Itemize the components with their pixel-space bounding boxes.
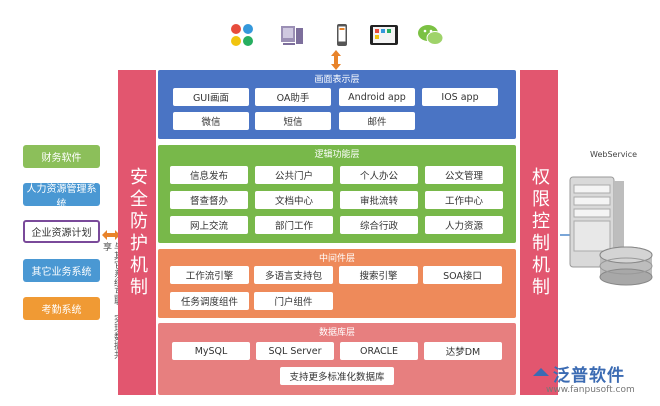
layer-cell: SQL Server [256,342,334,360]
layer-cell: 综合行政 [340,216,418,234]
layer-cell: 文档中心 [255,191,333,209]
desktop-icon [279,22,305,48]
layer-cell: 门户组件 [254,292,333,310]
layer-cell: 支持更多标准化数据库 [280,367,394,385]
system-other: 其它业务系统 [23,259,100,282]
layer-title: 中间件层 [318,254,355,264]
database-layer: 数据库层 MySQL SQL Server ORACLE 达梦DM 支持更多标准… [158,323,516,395]
layer-cell: ORACLE [340,342,418,360]
layer-title: 画面表示层 [314,75,360,85]
brand-url: www.fanpusoft.com [546,385,635,395]
layer-cell: 多语言支持包 [254,266,333,284]
brand-logo-icon [530,358,552,380]
system-hr: 人力资源管理系统 [23,183,100,210]
layer-cell: 部门工作 [255,216,333,234]
layer-cell: 公文管理 [425,166,503,184]
layer-cell: Android app [339,88,415,106]
layer-cell: SOA接口 [423,266,502,284]
layer-cell: IOS app [422,88,498,106]
vertical-double-arrow-icon [330,50,342,70]
layer-cell: 邮件 [339,112,415,130]
layer-cell: 微信 [173,112,249,130]
layer-cell: 信息发布 [170,166,248,184]
layer-cell: 搜索引擎 [339,266,418,284]
horizontal-double-arrow-icon [102,225,120,240]
brand-name: 泛普软件 [553,366,625,386]
browser-icon [229,22,255,48]
phone-icon [329,22,355,48]
logic-layer: 逻辑功能层 信息发布 公共门户 个人办公 公文管理 督查督办 文档中心 审批流转… [158,145,516,243]
layer-cell: 人力资源 [425,216,503,234]
layer-cell: 任务调度组件 [170,292,249,310]
layer-cell: 审批流转 [340,191,418,209]
presentation-layer: 画面表示层 GUI画面 OA助手 Android app IOS app 微信 … [158,70,516,139]
layer-title: 数据库层 [318,328,355,338]
webservice-label: WebService [590,150,638,159]
layer-cell: OA助手 [255,88,331,106]
layer-cell: 短信 [255,112,331,130]
system-finance: 财务软件 [23,145,100,168]
server-icon [560,163,660,303]
layer-cell: 工作流引擎 [170,266,249,284]
layer-cell: 公共门户 [255,166,333,184]
permission-pillar: 权限控制机制 [520,70,558,395]
layer-cell: 个人办公 [340,166,418,184]
middleware-layer: 中间件层 工作流引擎 多语言支持包 搜索引擎 SOA接口 任务调度组件 门户组件 [158,249,516,318]
layer-cell: 达梦DM [424,342,502,360]
layer-title: 逻辑功能层 [314,150,360,160]
layer-cell: 督查督办 [170,191,248,209]
layer-cell: 工作中心 [425,191,503,209]
tablet-icon [369,22,399,48]
layer-cell: 网上交流 [170,216,248,234]
integration-note: 与其它系统互联，实现数据共享 [101,242,122,359]
system-attendance: 考勤系统 [23,297,100,320]
system-erp: 企业资源计划 [23,220,100,243]
layer-cell: GUI画面 [173,88,249,106]
layer-cell: MySQL [172,342,250,360]
security-pillar: 安全防护机制 [118,70,156,395]
wechat-icon [416,22,446,48]
